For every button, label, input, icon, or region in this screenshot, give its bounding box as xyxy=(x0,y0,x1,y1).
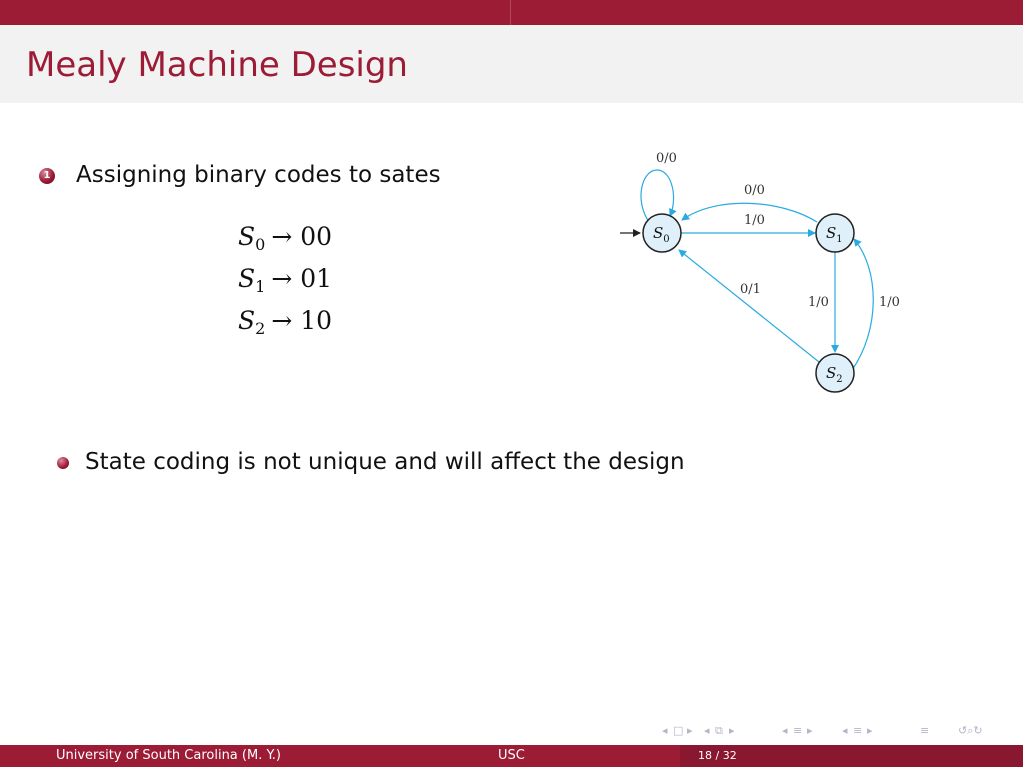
state-symbol: S xyxy=(238,222,256,251)
slide-title: Mealy Machine Design xyxy=(26,45,408,85)
transition-label-s2-s1: 1/0 xyxy=(879,295,900,310)
top-bar xyxy=(0,0,1023,25)
svg-text:S2: S2 xyxy=(826,364,843,385)
right-arrow-icon: → xyxy=(271,264,293,293)
transition-arrow-s1-s0 xyxy=(681,202,818,223)
state-code: 00 xyxy=(300,222,333,251)
nav-section-icon[interactable]: ≡ xyxy=(793,724,803,737)
transition-arrow-s2-s1 xyxy=(851,238,874,371)
svg-text:S0: S0 xyxy=(653,224,670,245)
state-subscript: 0 xyxy=(255,235,266,254)
state-node-s0: S0 xyxy=(642,213,682,253)
state-code-list: S0→00 S1→01 S2→10 xyxy=(238,219,332,345)
footer-page-number: 18 / 32 xyxy=(698,749,737,762)
transition-label-s2-s0: 0/1 xyxy=(740,282,761,297)
footer-institute: USC xyxy=(498,748,525,763)
svg-text:S1: S1 xyxy=(826,224,843,245)
footer-author: University of South Carolina (M. Y.) xyxy=(56,748,281,763)
state-node-s2: S2 xyxy=(815,353,855,393)
footer-bar: University of South Carolina (M. Y.) USC… xyxy=(0,745,1023,767)
nav-next-frame-icon[interactable]: ▸ xyxy=(687,724,693,737)
title-bar xyxy=(0,25,1023,103)
enum-number-ball: 1 xyxy=(39,168,55,184)
state-node-s1: S1 xyxy=(815,213,855,253)
nav-next-subsection-icon[interactable]: ▸ xyxy=(729,724,735,737)
state-code-line: S2 →10 xyxy=(238,303,332,345)
right-arrow-icon: → xyxy=(271,222,293,251)
state-subscript: 2 xyxy=(255,319,266,338)
navigation-symbols: ◂ □ ▸ ◂ ⧉ ▸ ◂ ≡ ▸ ◂ ≡ ▸ ≡ ↺⌕↻ xyxy=(662,720,1017,742)
bullet-ball-icon xyxy=(57,457,69,469)
nav-prev-section-icon[interactable]: ◂ xyxy=(782,724,788,737)
transition-label-s1-s0: 0/0 xyxy=(744,183,765,198)
state-code-line: S1 →01 xyxy=(238,261,332,303)
nav-toc-icon[interactable]: ≡ xyxy=(920,724,930,737)
footer-segment-institute xyxy=(340,745,680,767)
nav-next-section-alt-icon[interactable]: ▸ xyxy=(867,724,873,737)
transition-label-s0-s1: 1/0 xyxy=(744,213,765,228)
nav-subsection-icon[interactable]: ⧉ xyxy=(715,724,723,737)
top-bar-divider xyxy=(510,0,511,25)
transition-label-s0-self: 0/0 xyxy=(656,151,677,166)
state-symbol: S xyxy=(238,264,256,293)
state-code: 10 xyxy=(300,306,333,335)
transition-arrow-s2-s0 xyxy=(678,249,820,363)
enum-item-text: Assigning binary codes to sates xyxy=(76,162,441,188)
state-subscript: 1 xyxy=(255,277,266,296)
nav-prev-section-alt-icon[interactable]: ◂ xyxy=(842,724,848,737)
transition-arrow-s0-self xyxy=(640,169,677,223)
nav-section-alt-icon[interactable]: ≡ xyxy=(853,724,863,737)
bullet-text: State coding is not unique and will affe… xyxy=(85,449,685,475)
state-symbol: S xyxy=(238,306,256,335)
nav-prev-subsection-icon[interactable]: ◂ xyxy=(704,724,710,737)
nav-frame-icon[interactable]: □ xyxy=(673,724,684,737)
nav-next-section-icon[interactable]: ▸ xyxy=(807,724,813,737)
footer-segment-page xyxy=(680,745,1023,767)
nav-search-icon[interactable]: ↺⌕↻ xyxy=(958,724,983,737)
nav-prev-frame-icon[interactable]: ◂ xyxy=(662,724,668,737)
state-code: 01 xyxy=(300,264,333,293)
state-code-line: S0 →00 xyxy=(238,219,332,261)
right-arrow-icon: → xyxy=(271,306,293,335)
transition-label-s1-s2: 1/0 xyxy=(808,295,829,310)
state-diagram: S0 S1 S2 0/0 0/0 1/0 0/1 1/0 1/0 xyxy=(620,151,900,393)
